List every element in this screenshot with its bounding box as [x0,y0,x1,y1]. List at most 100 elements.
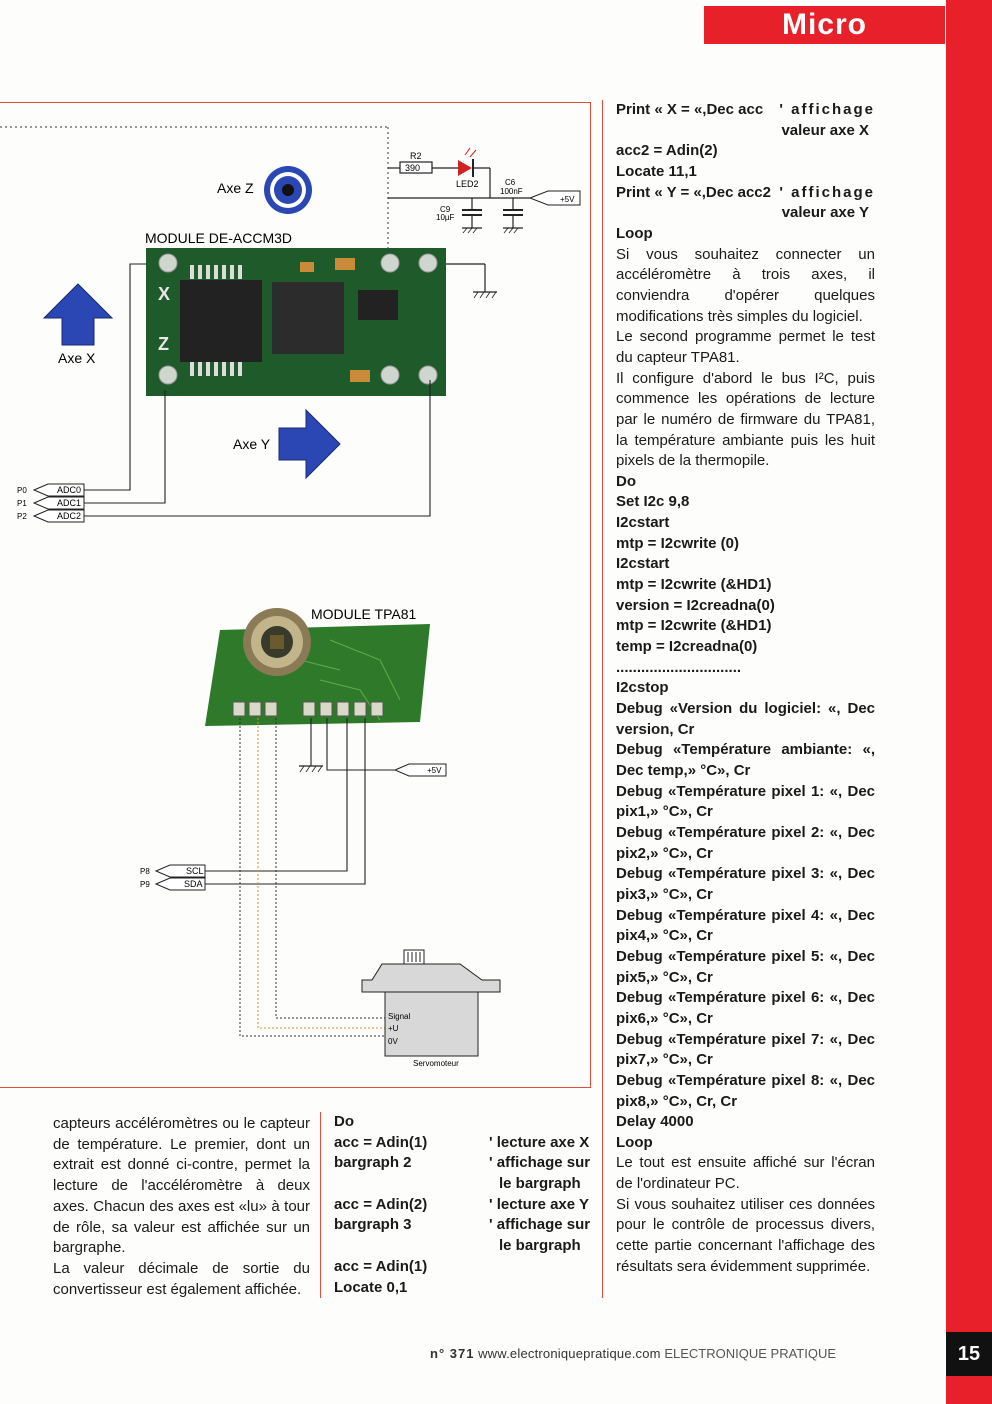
schematic-svg: R2 390 LED2 +5V C6 100nF C9 10µF Axe Z [0,126,581,1068]
accel-chip-2 [272,282,344,354]
module-tpa-title: MODULE TPA81 [311,606,417,622]
sig-adc0: ADC0 [57,485,81,495]
code-line: version = I2creadna(0) [616,596,775,614]
code-line: Locate 11,1 [616,162,697,180]
sig-adc1: ADC1 [57,498,81,508]
axe-y-arrow-icon [278,408,341,480]
code-line: mtp = I2cwrite (&HD1) [616,576,772,594]
print-y-comment: ' affichage [779,183,875,201]
paragraph: Si vous souhaitez connecter un accélérom… [616,245,875,325]
print-x-code: Print « X = «,Dec acc [616,101,764,118]
sig-sda: SDA [184,879,203,889]
right-column: Print « X = «,Dec acc ' affichage valeur … [602,100,875,1298]
i2c-port-connectors [154,864,206,891]
comment-line: ' lecture axe X [489,1133,590,1151]
comment-line: ' lecture axe Y [489,1195,590,1213]
debug-line: Debug «Température pixel 4: «, Dec pix4,… [616,906,875,945]
mid-code-block: Do acc = Adin(1) bargraph 2 acc = Adin(2… [334,1112,494,1298]
led-label: LED2 [456,179,479,189]
c6-label: C6 [505,178,516,187]
print-y-comment-2: valeur axe Y [781,204,869,222]
figure-frame [0,102,591,1088]
plus5v-label-2: +5V [427,766,442,775]
code-line: acc = Adin(1) [334,1257,428,1275]
servo-pin-0v: 0V [388,1037,398,1046]
plus5v-connector-2 [393,763,447,777]
paragraph: Il configure d'abord le bus I²C, puis co… [616,369,875,470]
sig-adc2: ADC2 [57,511,81,521]
magazine-name: ELECTRONIQUE PRATIQUE [664,1346,837,1361]
r2-value: 390 [405,163,420,173]
debug-line: Debug «Température pixel 8: «, Dec pix8,… [616,1071,875,1110]
print-x-comment: ' affichage [779,101,875,118]
schematic-figure: R2 390 LED2 +5V C6 100nF C9 10µF Axe Z [0,0,600,1100]
comment-line [489,1112,593,1133]
axe-y-label: Axe Y [233,436,271,452]
port-p0: P0 [17,486,27,495]
comment-line: ' affichage sur [489,1216,591,1234]
print-y-code: Print « Y = «,Dec acc2 [616,183,771,201]
c9-label: C9 [440,205,451,214]
port-p9: P9 [140,880,150,889]
comment-line [489,1278,593,1299]
debug-line: Debug «Température pixel 2: «, Dec pix2,… [616,823,875,862]
axe-x-arrow-icon [42,283,114,346]
accel-chip-1 [180,280,262,362]
website-link[interactable]: www.electroniquepratique.com [478,1346,661,1361]
axe-x-label: Axe X [58,350,96,366]
right-text: Print « X = «,Dec acc ' affichage valeur … [616,100,875,1277]
print-y-line: Print « Y = «,Dec acc2 ' affichage [616,183,875,204]
port-p8: P8 [140,867,150,876]
servo-pin-plus: +U [388,1024,399,1033]
c6-value: 100nF [500,187,523,196]
code-line: mtp = I2cwrite (0) [616,534,739,552]
code-line: I2cstop [616,679,669,697]
sig-scl: SCL [186,866,204,876]
code-line: mtp = I2cwrite (&HD1) [616,617,772,635]
comment-line [489,1257,593,1278]
code-line: I2cstart [616,555,670,573]
debug-line: Debug «Température pixel 5: «, Dec pix5,… [616,947,875,986]
debug-line: Debug «Version du logiciel: «, Dec versi… [616,700,875,738]
debug-line: Debug «Température pixel 1: «, Dec pix1,… [616,782,875,821]
code-line: Locate 0,1 [334,1278,408,1296]
comment-line: le bargraph [499,1175,581,1193]
issue-number: n° 371 [430,1346,475,1361]
comment-line: ' affichage sur [489,1154,591,1172]
port-p2: P2 [17,512,27,521]
code-line [334,1174,494,1195]
paragraph: Si vous souhaitez utiliser ces données p… [616,1195,875,1275]
servo-icon [361,949,501,1057]
middle-column: Do acc = Adin(1) bargraph 2 acc = Adin(2… [320,1112,593,1298]
c9-value: 10µF [436,213,455,222]
code-line: Set I2c 9,8 [616,493,690,511]
led-icon [458,160,472,176]
code-line: acc = Adin(2) [334,1195,428,1213]
debug-line: Debug «Température pixel 6: «, Dec pix6,… [616,989,875,1027]
plus5v-label-1: +5V [560,195,575,204]
r2-label: R2 [410,151,422,161]
comment-line: le bargraph [499,1237,581,1255]
svg-text:Z: Z [158,334,169,354]
code-line: acc = Adin(1) [334,1133,428,1151]
mid-comment-block: ' lecture axe X ' affichage sur le bargr… [489,1112,593,1298]
code-ellipsis: .............................. [616,658,742,676]
code-line: Loop [616,1133,653,1151]
svg-text:X: X [158,284,170,304]
plus5v-connector-1 [528,190,581,206]
debug-line: Debug «Température pixel 3: «, Dec pix3,… [616,865,875,903]
section-header: Micro [704,6,945,44]
page-footer: n° 371 www.electroniquepratique.com ELEC… [430,1346,836,1361]
left-para-1: capteurs accéléromètres ou le capteur de… [53,1115,310,1257]
left-column: capteurs accéléromètres ou le capteur de… [53,1114,310,1300]
paragraph: Le second programme permet le test du ca… [616,328,875,366]
servo-pin-signal: Signal [388,1012,410,1021]
print-x-comment-2: valeur axe X [781,121,869,139]
code-line: bargraph 3 [334,1216,412,1234]
adc-port-connectors [32,483,85,523]
module-accel-title: MODULE DE-ACCM3D [145,230,292,246]
page-edge-bar [946,0,992,1404]
code-line: bargraph 2 [334,1154,412,1172]
code-line: acc2 = Adin(2) [616,142,718,160]
print-x-line: Print « X = «,Dec acc ' affichage [616,100,875,121]
